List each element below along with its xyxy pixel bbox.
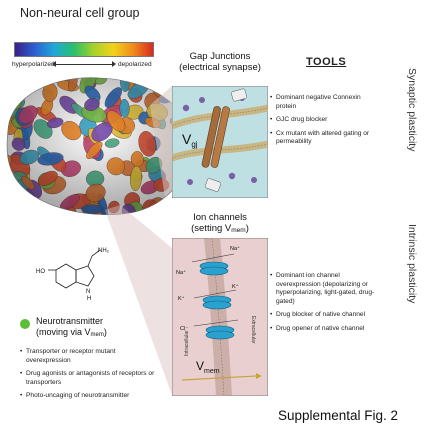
tool-item: Dominant ion channel overexpression (dep…: [270, 272, 386, 306]
indole-h-label: H: [87, 296, 91, 302]
indole-n-label: N: [86, 289, 90, 295]
cell-group-title: Non-neural cell group: [20, 6, 140, 20]
cell-shape: [13, 197, 35, 212]
hyperpolarized-label: hyperpolarized: [12, 61, 55, 68]
cell-shape: [142, 77, 161, 86]
chloride-ion-label: Cl⁻: [180, 326, 188, 332]
serotonin-structure: NH₂ HO N H: [36, 248, 110, 302]
cell-shape: [9, 77, 25, 87]
tool-item: Dominant negative Connexin protein: [270, 94, 382, 111]
synaptic-plasticity-label: Synaptic plasticity: [406, 68, 418, 152]
sodium-ion-label: Na⁺: [176, 269, 186, 276]
cell-shape: [7, 179, 12, 197]
gap-junction-tools-list: Dominant negative Connexin protein GJC d…: [270, 94, 382, 152]
cell-shape: [13, 77, 29, 81]
vgj-label: Vgj: [182, 131, 198, 149]
cell-shape: [17, 77, 36, 83]
tools-title: TOOLS: [306, 56, 347, 68]
intracellular-label: Intracellular: [184, 330, 190, 356]
cell-shape: [11, 196, 30, 215]
cell-shape: [7, 208, 10, 215]
tool-item: Drug agonists or antagonists of receptor…: [20, 370, 160, 387]
tool-item: Photo-uncaging of neurotransmitter: [20, 392, 160, 401]
depolarized-label: depolarized: [118, 61, 152, 68]
polarization-color-scale: [14, 42, 154, 57]
neurotransmitter-tools-list: Transporter or receptor mutant overexpre…: [20, 348, 160, 406]
intrinsic-plasticity-label: Intrinsic plasticity: [406, 224, 418, 304]
chloride-channel: [205, 325, 235, 340]
amine-label: NH₂: [98, 248, 110, 254]
extracellular-label: Extracellular: [250, 316, 256, 344]
sodium-ion-label: Na⁺: [230, 245, 240, 252]
tool-item: Drug opener of native channel: [270, 325, 386, 334]
cell-shape: [7, 77, 27, 82]
ion-channels-title: Ion channels (setting Vmem): [191, 212, 249, 234]
ion-channel-tools-list: Dominant ion channel overexpression (dep…: [270, 272, 386, 338]
potassium-ion-label: K⁺: [232, 283, 239, 290]
potassium-ion-label: K⁺: [178, 295, 185, 302]
cell-shape: [7, 88, 12, 107]
polarization-arrow: [52, 61, 116, 67]
neurotransmitter-dot: [20, 319, 30, 329]
cell-shape: [21, 77, 45, 81]
tool-item: GJC drug blocker: [270, 116, 382, 125]
figure-caption: Supplemental Fig. 2: [278, 408, 399, 423]
cell-shape: [7, 174, 10, 193]
sodium-channel: [199, 261, 229, 276]
cell-shape: [0, 133, 7, 153]
potassium-channel: [202, 295, 232, 310]
cell-shape: [12, 194, 28, 208]
tool-item: Transporter or receptor mutant overexpre…: [20, 348, 160, 365]
gap-junctions-title: Gap Junctions (electrical synapse): [179, 51, 261, 73]
cell-shape: [7, 192, 24, 211]
neurotransmitter-title: Neurotransmitter (moving via Vmem): [36, 316, 107, 339]
cell-cluster-illustration: [0, 77, 192, 215]
cell-shape: [7, 200, 25, 215]
tool-item: Drug blocker of native channel: [270, 311, 386, 320]
tool-item: Cx mutant with altered gating or permeab…: [270, 130, 382, 147]
ion-channel-panel: Na⁺ Na⁺ K⁺ K⁺ Cl⁻ Intracellular Extracel…: [172, 238, 268, 396]
cell-shape: [7, 93, 15, 111]
hydroxyl-label: HO: [36, 269, 45, 275]
vmem-label: Vmem: [196, 359, 220, 375]
gap-junction-panel: Vgj: [172, 86, 268, 198]
